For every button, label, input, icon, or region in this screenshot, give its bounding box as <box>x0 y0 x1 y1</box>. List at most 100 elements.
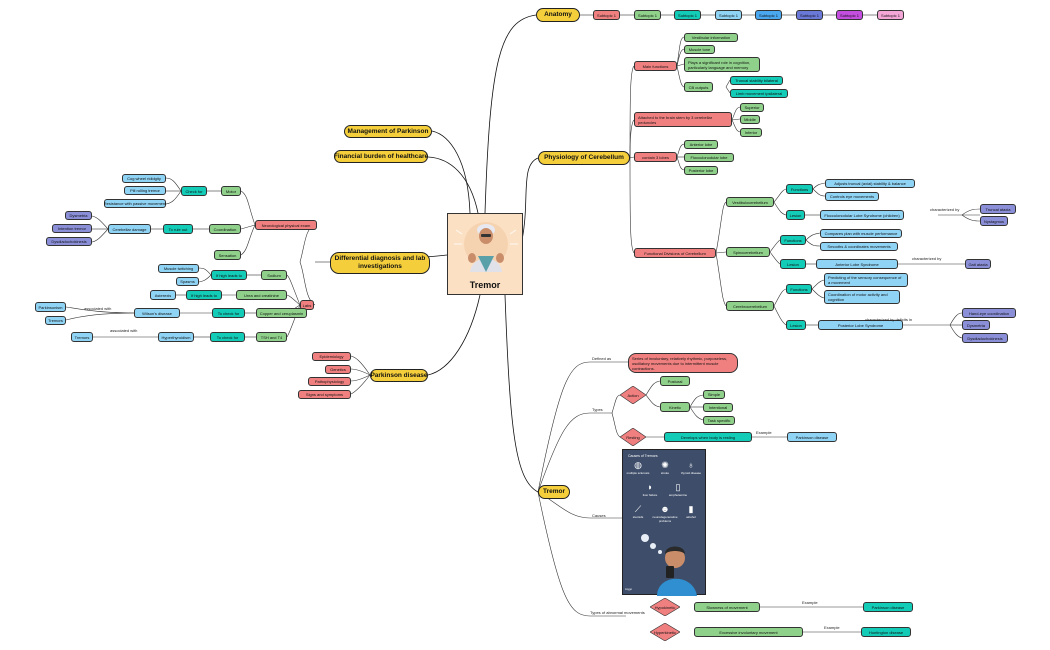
tremor-definition-node[interactable]: Series of involuntary, relatively rhythm… <box>628 353 738 373</box>
coordination-cognition-node[interactable]: Coordination of motor activity and cogni… <box>824 290 900 304</box>
hyperkinetic-desc-node[interactable]: Excessive involuntary movement <box>694 627 803 637</box>
physiology-cerebellum-node[interactable]: Physiology of Cerebellum <box>538 151 630 165</box>
spino-lesion-node[interactable]: Lesion <box>780 259 806 269</box>
gait-ataxia-node[interactable]: Gait ataxia <box>965 259 991 269</box>
tremors-node-2[interactable]: Tremors <box>71 332 93 342</box>
management-parkinson-node[interactable]: Management of Parkinson <box>344 125 432 138</box>
muscle-tone-node[interactable]: Muscle tone <box>684 45 715 54</box>
sodium-node[interactable]: Sodium <box>261 270 287 280</box>
hypokinetic-desc-node[interactable]: Slowness of movement <box>694 602 760 612</box>
copper-node[interactable]: Copper and ceruplasmin <box>256 308 307 318</box>
cerebrocerebellum-node[interactable]: Cerebrocerebellum <box>726 301 774 311</box>
simple-node[interactable]: Simple <box>703 390 725 399</box>
sodium-condition-node[interactable]: If high leads to <box>211 270 247 280</box>
motor-node[interactable]: Motor <box>221 186 241 196</box>
cognition-role-node[interactable]: Plays a significant role in cognition, p… <box>684 57 760 72</box>
anatomy-subtopic-2[interactable]: Subtopic 1 <box>634 10 661 20</box>
eye-movements-node[interactable]: Controls eye movements <box>825 192 879 201</box>
truncal-ataxia-node[interactable]: Truncal ataxia <box>980 204 1016 214</box>
spasms-node[interactable]: Spasms <box>176 277 199 286</box>
predicting-consequence-node[interactable]: Predicting of the sensory consequence of… <box>824 273 908 287</box>
limb-movement-node[interactable]: Limb movement ipsilateral <box>730 89 788 98</box>
parkinson-disease-node[interactable]: Parkinson disease <box>370 369 428 382</box>
anatomy-subtopic-7[interactable]: Subtopic 1 <box>836 10 863 20</box>
cerebro-functions-node[interactable]: Functions <box>786 284 812 294</box>
flocculonodular-lobe-node[interactable]: Flocculonodular lobe <box>684 153 734 162</box>
epidemiology-node[interactable]: Epidemiology <box>312 352 351 361</box>
flocculonodular-syndrome-node[interactable]: Flocculonodular Lobe Syndrome (children) <box>820 210 904 220</box>
dysdiadochokinesis-node[interactable]: Dysdiadochokinesis <box>962 333 1008 343</box>
central-topic-card[interactable]: Tremor <box>447 213 523 295</box>
tsh-condition-node[interactable]: To check for <box>210 332 245 342</box>
anatomy-subtopic-4[interactable]: Subtopic 1 <box>715 10 742 20</box>
main-functions-node[interactable]: Main functions <box>634 61 677 71</box>
coordination-node[interactable]: Coordination <box>209 224 241 234</box>
cerebro-lesion-node[interactable]: Lesion <box>786 320 806 330</box>
anatomy-subtopic-3[interactable]: Subtopic 1 <box>674 10 701 20</box>
neurological-exam-node[interactable]: Neurological physical exam <box>255 220 317 230</box>
intentional-node[interactable]: Intentional <box>703 403 733 412</box>
anatomy-subtopic-1[interactable]: Subtopic 1 <box>593 10 620 20</box>
check-for-node[interactable]: Check for <box>181 186 207 196</box>
resting-example-node[interactable]: Parkinson disease <box>787 432 837 442</box>
anterior-lobe-syndrome-node[interactable]: Anterior Lobe Syndrome <box>816 259 898 269</box>
sensation-node[interactable]: Sensation <box>214 250 241 260</box>
financial-burden-node[interactable]: Financial burden of healthcare <box>334 150 428 163</box>
compares-plan-node[interactable]: Compares plan with muscle performance <box>820 229 902 238</box>
copper-condition-node[interactable]: To check for <box>212 308 245 318</box>
dysmetria-node[interactable]: Dysmetria <box>962 320 990 330</box>
anatomy-subtopic-6[interactable]: Subtopic 1 <box>796 10 823 20</box>
cb-outputs-node[interactable]: CB outputs <box>684 82 713 92</box>
hypokinetic-example-node[interactable]: Parkinson disease <box>863 602 913 612</box>
vestibulo-functions-node[interactable]: Functions <box>786 184 813 194</box>
tsh-t4-node[interactable]: TSH and T4 <box>256 332 287 342</box>
vestibulocerebellum-node[interactable]: Vestibulocerebellum <box>726 197 774 207</box>
urea-condition-node[interactable]: If high leads to <box>186 290 222 300</box>
spinocerebellum-node[interactable]: Spinocerebellum <box>726 247 770 257</box>
hypokinetic-diamond[interactable]: Hypokinetic <box>650 598 680 616</box>
posterior-lobe-node[interactable]: Posterior lobe <box>684 166 718 175</box>
muscle-twitching-node[interactable]: Muscle twitching <box>158 264 199 273</box>
vestibulo-lesion-node[interactable]: Lesion <box>786 210 805 220</box>
resting-desc-node[interactable]: Develops when body is resting <box>664 432 752 442</box>
tremors-node-1[interactable]: Tremors <box>45 316 66 325</box>
tremor-node[interactable]: Tremor <box>538 485 570 499</box>
genetics-node[interactable]: Genetics <box>325 365 351 374</box>
resting-diamond[interactable]: Resting <box>620 428 646 446</box>
truncal-stability-node[interactable]: Truncal stability bilateral <box>730 76 783 85</box>
passive-resistance-node[interactable]: Resistance with passive movement <box>103 199 167 208</box>
anatomy-subtopic-8[interactable]: Subtopic 1 <box>877 10 904 20</box>
hyperkinetic-example-node[interactable]: Huntington disease <box>861 627 911 637</box>
hand-eye-coordination-node[interactable]: Hand-eye coordination <box>962 308 1016 318</box>
diff-dysmetria-node[interactable]: Dysmetria <box>65 211 92 220</box>
truncal-balance-node[interactable]: Adjusts truncal (axial) stability & bala… <box>825 179 915 188</box>
posterior-lobe-syndrome-node[interactable]: Posterior Lobe Syndrome <box>818 320 903 330</box>
smooths-movements-node[interactable]: Smooths & coordinates movements <box>820 242 898 251</box>
vestibular-information-node[interactable]: Vestibular information <box>684 33 738 42</box>
pill-rolling-node[interactable]: Pill rolling tremor <box>124 186 166 195</box>
cerebellar-damage-node[interactable]: Cerebellar damage <box>108 224 151 234</box>
three-lobes-node[interactable]: contain 3 lobes <box>634 152 677 162</box>
pathophysiology-node[interactable]: Pathophysiology <box>308 377 351 386</box>
labs-node[interactable]: Labs <box>300 300 314 310</box>
asterexis-node[interactable]: Asterexis <box>150 290 176 300</box>
task-specific-node[interactable]: Task specific <box>703 416 735 425</box>
anterior-lobe-node[interactable]: Anterior lobe <box>684 140 718 149</box>
peduncle-superior-node[interactable]: Superior <box>740 103 764 112</box>
nystagmus-node[interactable]: Nystagmus <box>980 216 1008 226</box>
wilsons-disease-node[interactable]: Wilson's disease <box>134 308 180 318</box>
functional-divisions-node[interactable]: Functional Divisions of Cerebellum <box>634 248 716 258</box>
postural-node[interactable]: Postural <box>660 376 690 386</box>
urea-creatinine-node[interactable]: Urea and creatinine <box>236 290 287 300</box>
peduncle-inferior-node[interactable]: Inferior <box>740 128 762 137</box>
differential-diagnosis-node[interactable]: Differential diagnosis and lab investiga… <box>330 252 430 274</box>
intention-tremor-node[interactable]: Intention tremor <box>52 224 92 233</box>
parkinsonism-node[interactable]: Parkinsonism <box>35 302 66 312</box>
action-diamond[interactable]: Action <box>620 386 646 404</box>
anatomy-subtopic-5[interactable]: Subtopic 1 <box>755 10 782 20</box>
hyperkinetic-diamond[interactable]: Hyperkinetic <box>650 623 680 641</box>
rule-out-node[interactable]: To rule out <box>163 224 193 234</box>
peduncle-middle-node[interactable]: Middle <box>740 115 760 124</box>
signs-symptoms-node[interactable]: Signs and symptoms <box>298 390 351 399</box>
cog-wheel-node[interactable]: Cog wheel rididgity <box>122 174 166 183</box>
